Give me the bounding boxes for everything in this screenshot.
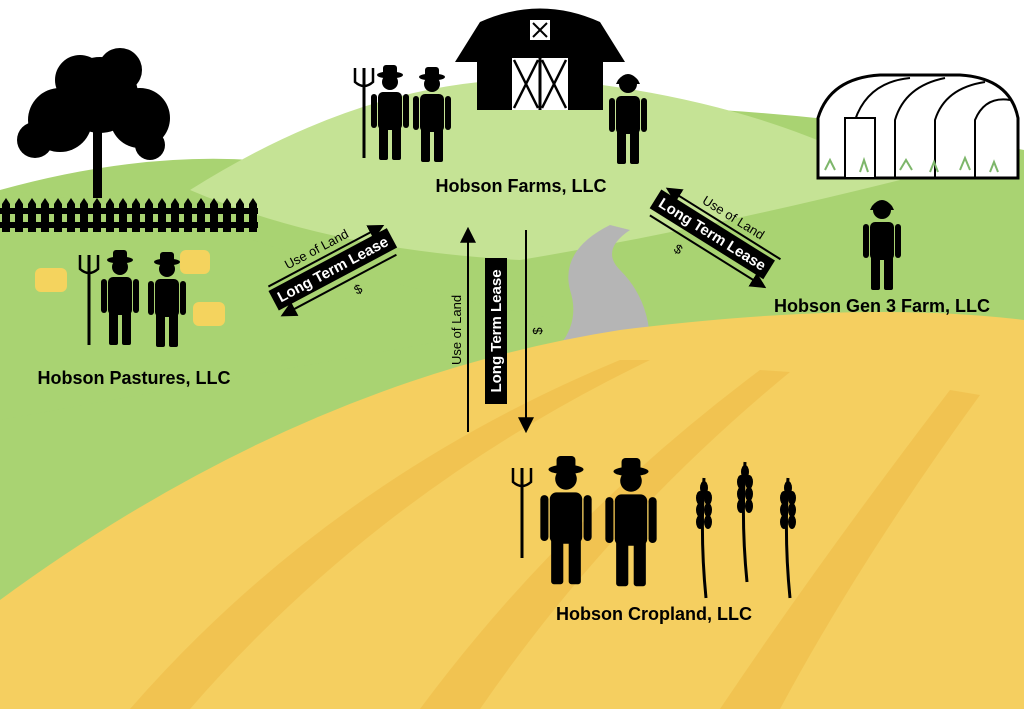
fence-picket xyxy=(41,198,49,232)
greenhouse-icon xyxy=(816,73,1020,180)
arrow-payment-right xyxy=(649,214,767,289)
money-bottom: $ xyxy=(530,327,545,335)
fence-picket xyxy=(223,198,231,232)
fence-picket xyxy=(54,198,62,232)
fence-picket xyxy=(80,198,88,232)
fence-picket xyxy=(15,198,23,232)
arrow-payment-left xyxy=(280,253,397,317)
fence-picket xyxy=(28,198,36,232)
barn-icon xyxy=(455,8,625,110)
fence-picket xyxy=(184,198,192,232)
hay-bales xyxy=(35,250,225,326)
lease-box-right xyxy=(649,189,775,280)
fence-picket xyxy=(249,198,257,232)
entity-label-left: Hobson Pastures, LLC xyxy=(37,368,230,388)
lease-box-bottom xyxy=(485,258,507,404)
fence-picket xyxy=(197,198,205,232)
fence-picket xyxy=(132,198,140,232)
lease-label-bottom: Long Term Lease xyxy=(488,269,505,392)
arrow-use-of-land-left xyxy=(267,224,385,288)
fence-picket xyxy=(67,198,75,232)
fence-picket xyxy=(236,198,244,232)
fence-icon xyxy=(0,198,258,232)
fence-picket xyxy=(2,198,10,232)
entity-label-center: Hobson Farms, LLC xyxy=(435,176,606,196)
fence-picket xyxy=(158,198,166,232)
fence-picket xyxy=(210,198,218,232)
fence-picket xyxy=(119,198,127,232)
entity-label-right: Hobson Gen 3 Farm, LLC xyxy=(774,296,990,316)
dirt-road xyxy=(560,225,650,345)
fence-picket xyxy=(93,198,101,232)
lease-box-left xyxy=(268,228,398,311)
tree-icon xyxy=(17,48,170,198)
fence-picket xyxy=(145,198,153,232)
arrow-use-of-land-right xyxy=(665,187,782,261)
fence-picket xyxy=(106,198,114,232)
fence-picket xyxy=(171,198,179,232)
use-of-land-bottom: Use of Land xyxy=(449,295,464,365)
flow-bottom: Use of Land Long Term Lease $ xyxy=(449,226,545,434)
entity-label-bottom: Hobson Cropland, LLC xyxy=(556,604,752,624)
